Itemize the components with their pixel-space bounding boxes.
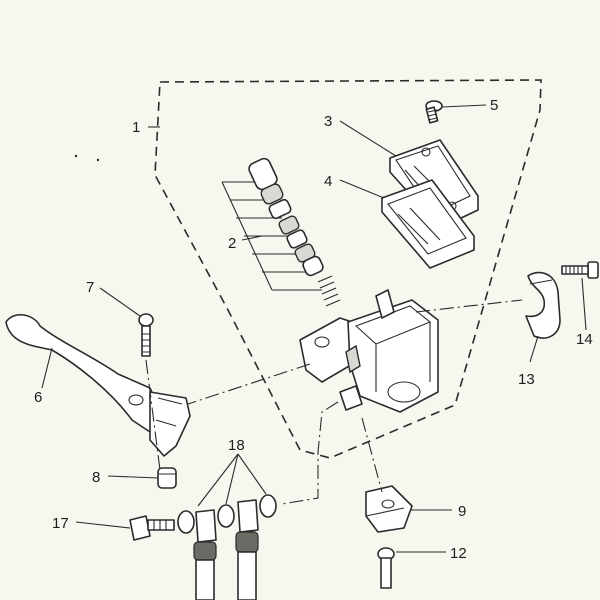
diaphragm: [381, 179, 475, 269]
callout-9: 9: [458, 503, 466, 520]
leader-17: [75, 521, 131, 529]
callout-14: 14: [576, 331, 593, 348]
leader-3: [339, 120, 397, 157]
piston-assembly: [221, 157, 341, 307]
callout-12: 12: [450, 545, 467, 562]
banjo-bolt: [129, 515, 175, 541]
master-cylinder-body: [299, 289, 439, 413]
centerline-body-to-switch: [361, 417, 383, 493]
centerline-body-to-clamp: [415, 299, 523, 313]
centerline-pivot: [145, 359, 161, 471]
callout-1: 1: [132, 119, 140, 136]
pivot-nut: [157, 467, 177, 489]
handlebar-clamp: [525, 271, 561, 339]
centerline-body-to-lever: [187, 363, 311, 405]
callout-2: 2: [228, 235, 236, 252]
leader-4: [339, 179, 385, 199]
clamp-bolt: [561, 261, 599, 279]
cap-screw: [425, 100, 443, 124]
leader-13: [529, 335, 539, 363]
stray-mark: [74, 154, 78, 158]
callout-5: 5: [490, 97, 498, 114]
leader-18b: [225, 453, 239, 505]
callout-6: 6: [34, 389, 42, 406]
callout-3: 3: [324, 113, 332, 130]
leader-18c: [237, 453, 267, 495]
leader-5: [441, 104, 487, 108]
brake-switch: [365, 485, 413, 533]
callout-17: 17: [52, 515, 69, 532]
callout-4: 4: [324, 173, 332, 190]
centerline-body-to-seals: [281, 401, 339, 505]
leader-14: [581, 277, 587, 331]
callout-13: 13: [518, 371, 535, 388]
stray-mark: [96, 158, 100, 162]
leader-6: [41, 347, 53, 389]
leader-8: [107, 475, 159, 479]
callout-8: 8: [92, 469, 100, 486]
pivot-bolt: [138, 313, 154, 357]
brake-lever: [5, 314, 191, 457]
callout-18: 18: [228, 437, 245, 454]
leader-7: [99, 287, 141, 317]
callout-7: 7: [86, 279, 94, 296]
switch-screw: [377, 547, 395, 589]
leader-2: [241, 235, 263, 241]
kit-boundary-dashed: [154, 79, 542, 459]
leader-18a: [197, 453, 239, 507]
sealing-washers: [177, 494, 277, 600]
